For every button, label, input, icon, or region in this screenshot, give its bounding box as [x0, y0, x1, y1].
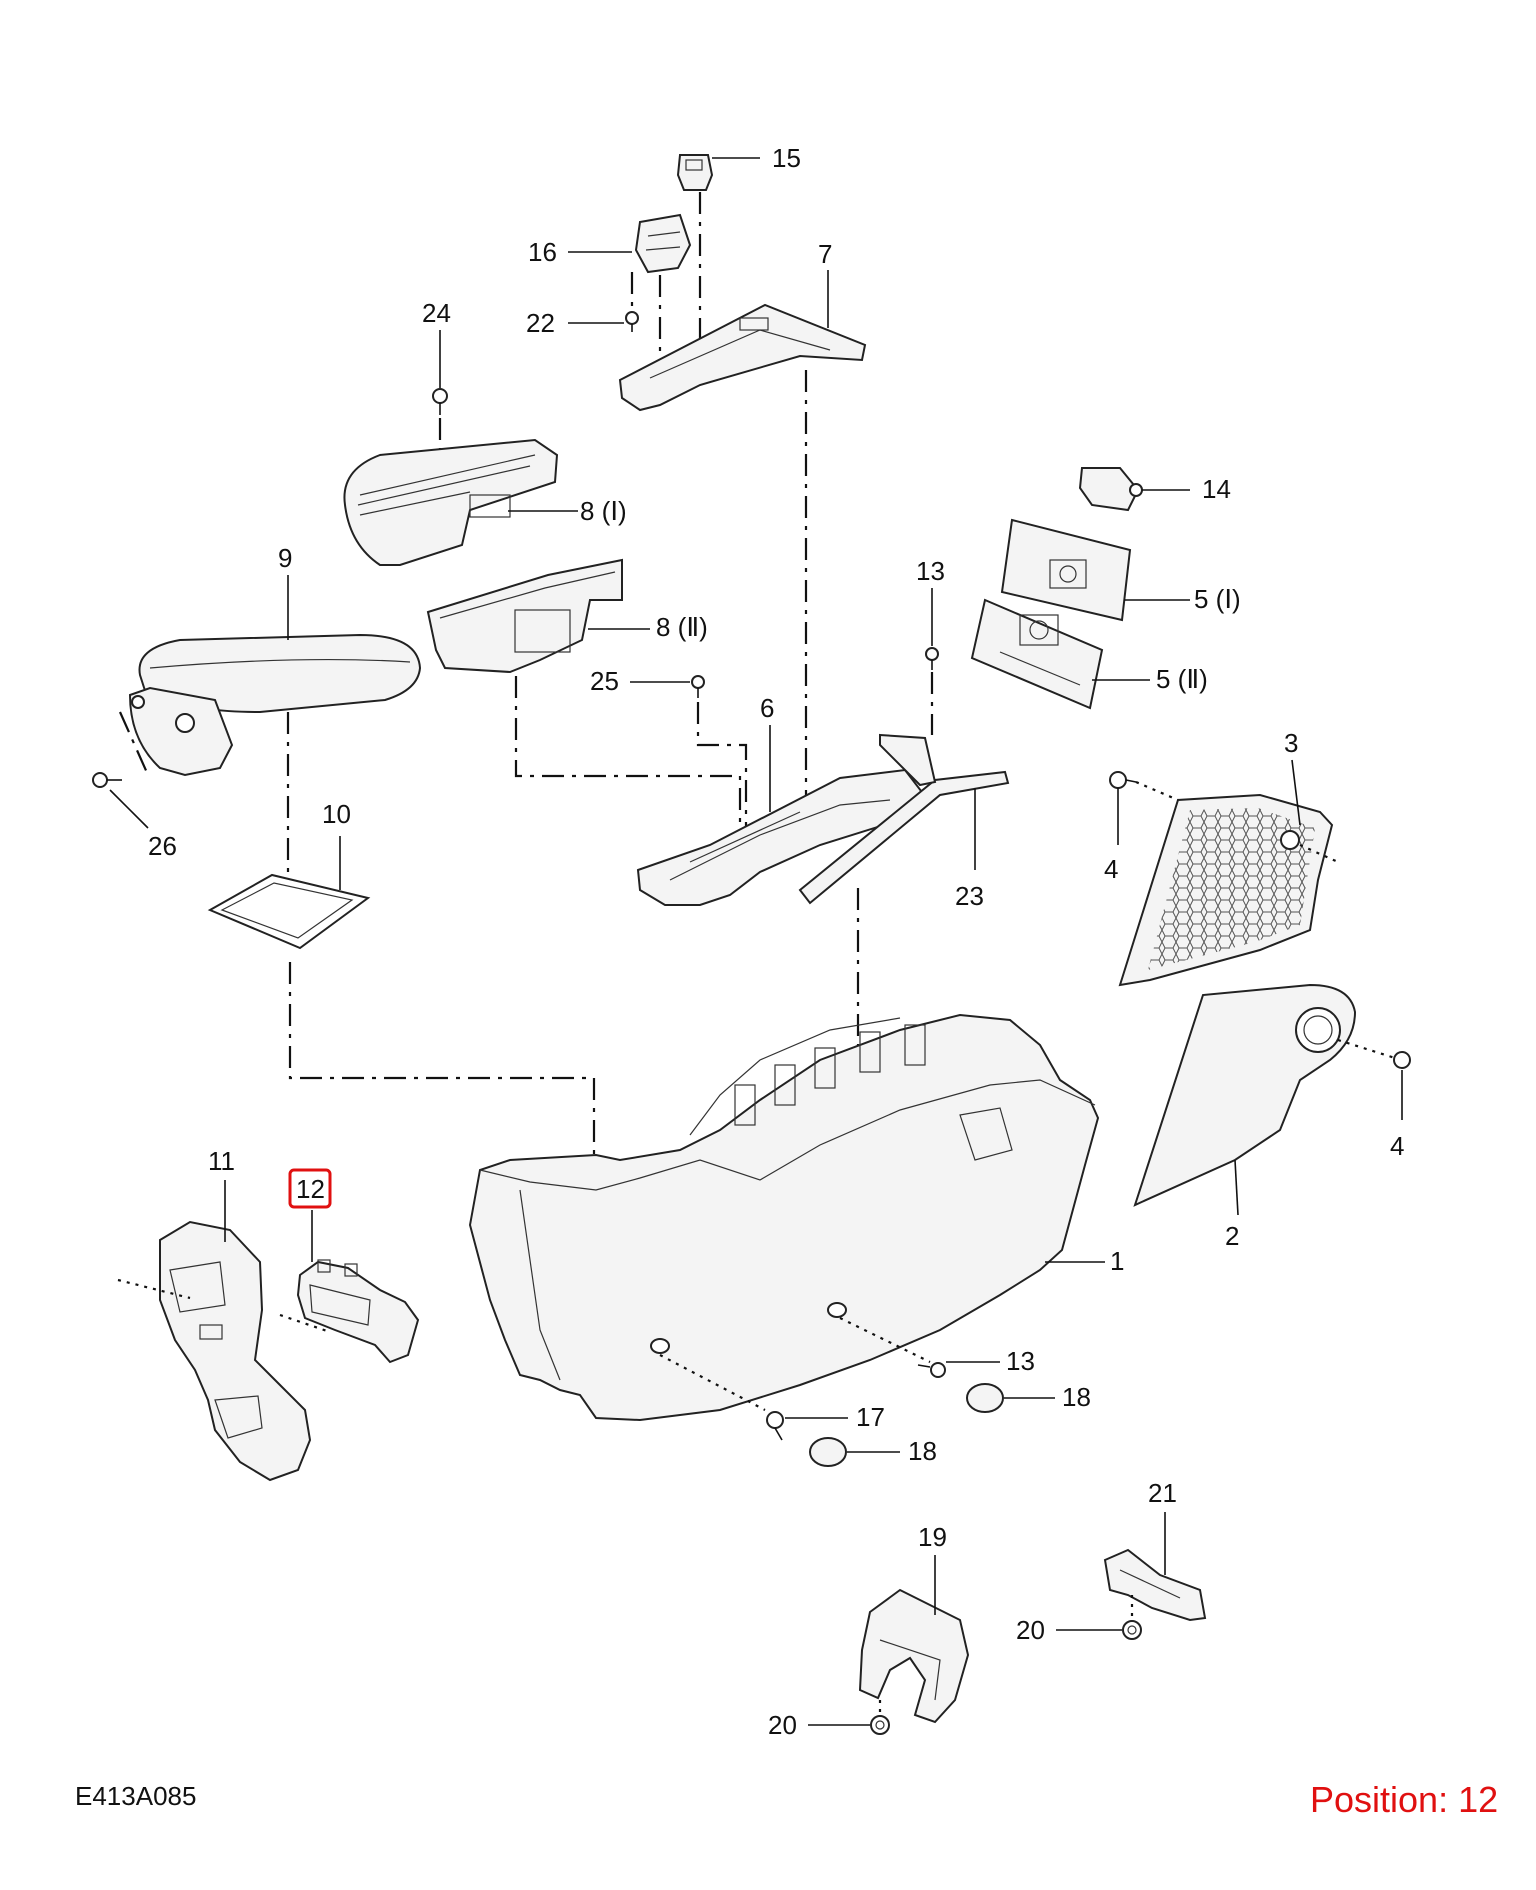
- part-17-screw[interactable]: [766, 1411, 784, 1441]
- part-20-lower-nut[interactable]: [870, 1715, 890, 1735]
- part-13-upper-screw[interactable]: [925, 647, 939, 670]
- part-3-side-panel-mesh[interactable]: [1118, 793, 1334, 987]
- callout-10[interactable]: 10: [322, 799, 351, 829]
- part-4-lower-clip[interactable]: [1393, 1051, 1411, 1069]
- part-13-lower-screw[interactable]: [917, 1362, 946, 1378]
- callout-20-upper[interactable]: 20: [1016, 1615, 1045, 1645]
- part-14-switch[interactable]: [1078, 467, 1143, 512]
- callout-18-upper[interactable]: 18: [1062, 1382, 1091, 1412]
- callout-12-highlight-box: [288, 1168, 332, 1209]
- callout-8-ii[interactable]: 8 (Ⅱ): [656, 612, 708, 642]
- callout-7[interactable]: 7: [818, 239, 832, 269]
- callout-5-ii[interactable]: 5 (Ⅱ): [1156, 664, 1208, 694]
- part-25-screw[interactable]: [691, 675, 705, 698]
- callout-12[interactable]: 12: [296, 1174, 325, 1204]
- part-2-side-panel[interactable]: [1133, 983, 1357, 1207]
- callout-4-upper[interactable]: 4: [1104, 854, 1118, 884]
- part-20-upper-nut[interactable]: [1122, 1620, 1142, 1640]
- callout-5-i[interactable]: 5 (Ⅰ): [1194, 584, 1241, 614]
- callout-13-lower[interactable]: 13: [1006, 1346, 1035, 1376]
- part-18-lower-plug[interactable]: [809, 1437, 847, 1467]
- callout-25[interactable]: 25: [590, 666, 619, 696]
- part-23-side-trim-strip[interactable]: [798, 733, 1010, 905]
- callout-21[interactable]: 21: [1148, 1478, 1177, 1508]
- part-12-insert-highlighted[interactable]: [296, 1259, 420, 1364]
- part-18-upper-plug[interactable]: [966, 1383, 1004, 1413]
- position-label: Position: 12: [1310, 1779, 1498, 1820]
- part-9-armrest[interactable]: [128, 633, 422, 777]
- part-26-screw[interactable]: [92, 772, 122, 788]
- part-21-bracket[interactable]: [1103, 1548, 1207, 1622]
- callout-1[interactable]: 1: [1110, 1246, 1124, 1276]
- part-11-front-end-cap[interactable]: [159, 1220, 312, 1482]
- callout-6[interactable]: 6: [760, 693, 774, 723]
- part-1-console-body[interactable]: [468, 1013, 1100, 1422]
- callout-3[interactable]: 3: [1284, 728, 1298, 758]
- callout-18-lower[interactable]: 18: [908, 1436, 937, 1466]
- callout-20-lower[interactable]: 20: [768, 1710, 797, 1740]
- callout-16[interactable]: 16: [528, 237, 557, 267]
- callout-17[interactable]: 17: [856, 1402, 885, 1432]
- part-5-ii-rear-panel[interactable]: [970, 598, 1104, 710]
- part-22-screw[interactable]: [625, 311, 639, 332]
- part-19-bracket[interactable]: [858, 1588, 970, 1724]
- callout-14[interactable]: 14: [1202, 474, 1231, 504]
- callout-26[interactable]: 26: [148, 831, 177, 861]
- part-5-i-rear-panel[interactable]: [1000, 518, 1132, 622]
- callout-11[interactable]: 11: [208, 1146, 235, 1176]
- part-10-mat[interactable]: [207, 873, 371, 950]
- part-8-i-rolltop-cover[interactable]: [343, 438, 559, 566]
- callout-8-i[interactable]: 8 (Ⅰ): [580, 496, 627, 526]
- callout-23[interactable]: 23: [955, 881, 984, 911]
- callout-9[interactable]: 9: [278, 543, 292, 573]
- callout-24[interactable]: 24: [422, 298, 451, 328]
- callout-19[interactable]: 19: [918, 1522, 947, 1552]
- callout-13-upper[interactable]: 13: [916, 556, 945, 586]
- part-24-screw[interactable]: [432, 388, 448, 415]
- part-6-console-top-trim[interactable]: [636, 768, 930, 906]
- part-8-ii-storage-bin[interactable]: [426, 558, 623, 674]
- callout-15[interactable]: 15: [772, 143, 801, 173]
- callout-22[interactable]: 22: [526, 308, 555, 338]
- diagram-code: E413A085: [75, 1781, 196, 1811]
- callout-2[interactable]: 2: [1225, 1221, 1239, 1251]
- part-16-switch-bracket[interactable]: [634, 213, 692, 274]
- callout-4-lower[interactable]: 4: [1390, 1131, 1404, 1161]
- part-15-switch[interactable]: [676, 154, 714, 191]
- part-4-upper-clip[interactable]: [1109, 771, 1137, 789]
- part-7-shifter-bezel[interactable]: [618, 303, 867, 412]
